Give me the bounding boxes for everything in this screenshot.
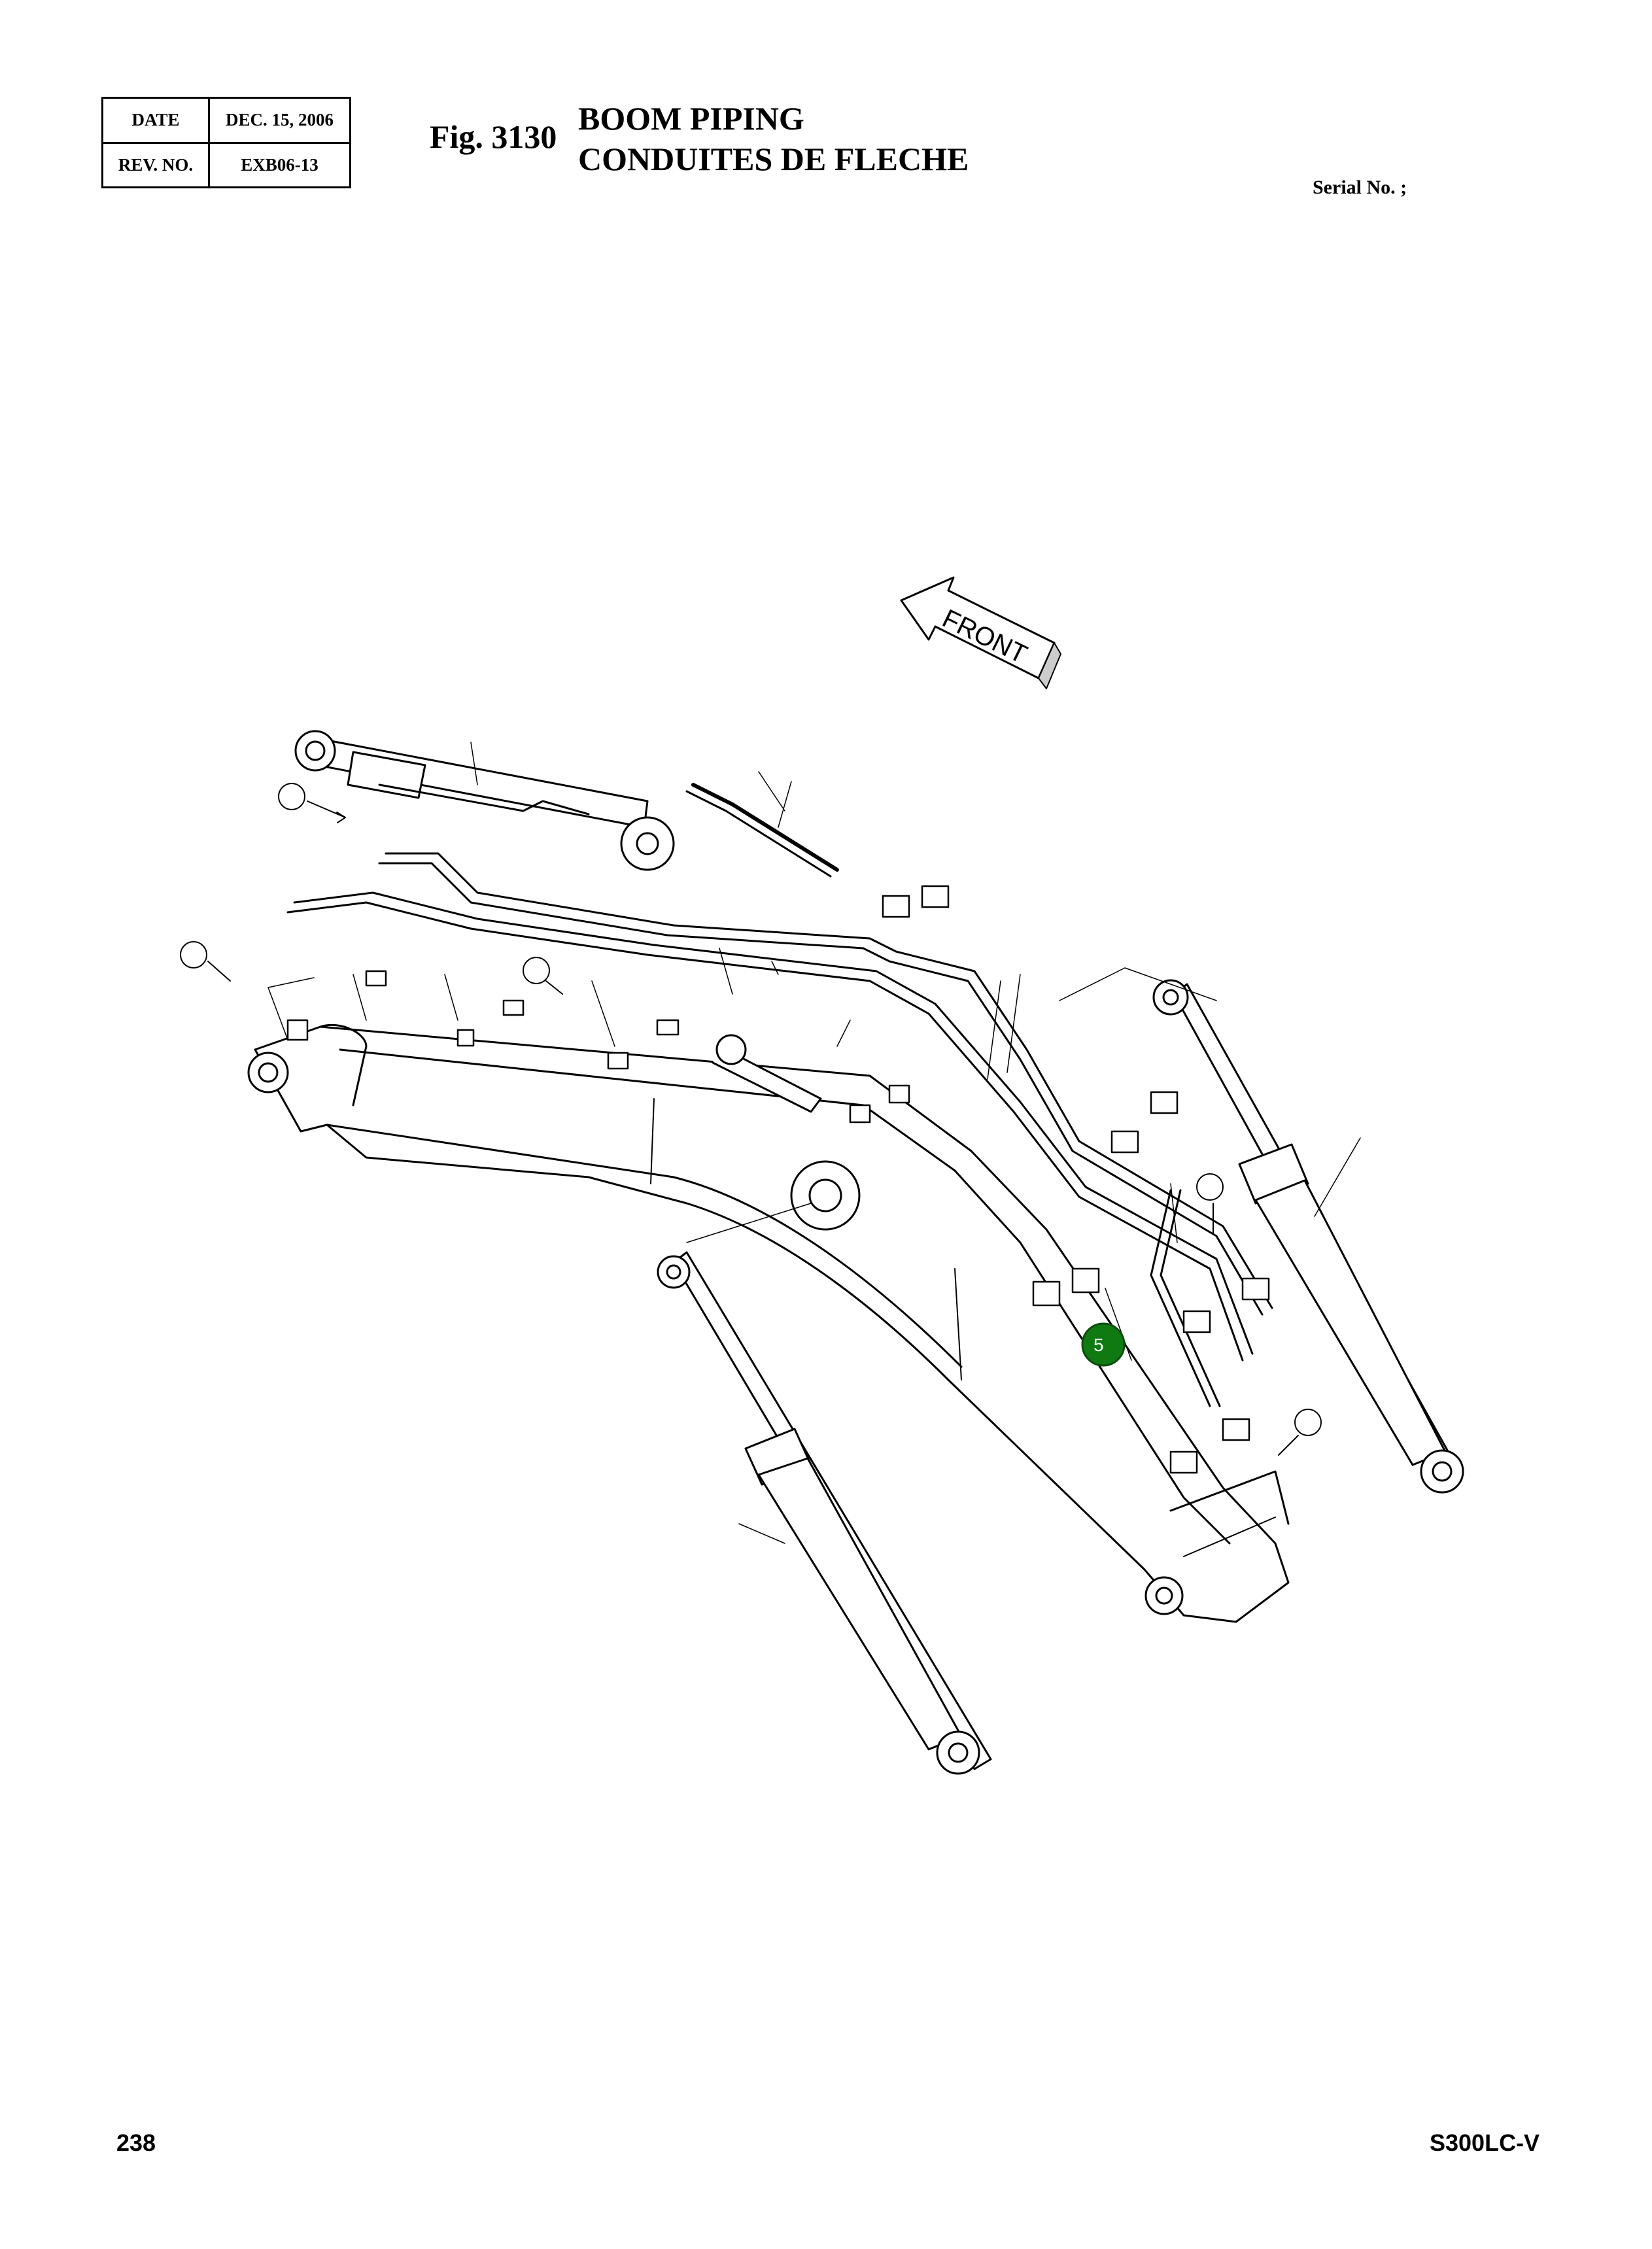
serial-number-label: Serial No. ;	[1313, 177, 1407, 198]
title-english: BOOM PIPING	[578, 100, 804, 137]
title-french: CONDUITES DE FLECHE	[578, 141, 969, 177]
boom-cylinder-left	[657, 1251, 992, 1775]
date-value: DEC. 15, 2006	[208, 97, 351, 144]
boom-body	[247, 1023, 1290, 1623]
rev-label: REV. NO.	[101, 141, 210, 188]
reference-circles	[180, 783, 1322, 1456]
page-number: 238	[116, 2129, 156, 2156]
callout-label: 5	[1093, 1335, 1104, 1355]
revision-table: DATE DEC. 15, 2006 REV. NO. EXB06-13	[101, 97, 351, 188]
figure-number: Fig. 3130	[430, 118, 557, 155]
pipe-clamps	[286, 885, 1270, 1474]
front-arrow-icon: FRONT	[900, 576, 1061, 689]
figure-title: BOOM PIPING CONDUITES DE FLECHE	[578, 98, 969, 179]
callout-marker-5[interactable]: 5	[1081, 1322, 1126, 1367]
leader-lines	[267, 742, 1361, 1544]
date-label: DATE	[101, 97, 210, 144]
boom-cylinder-right	[1152, 979, 1464, 1494]
hydraulic-pipes	[286, 783, 1273, 1407]
rev-value: EXB06-13	[208, 141, 351, 188]
arm-cylinder	[294, 730, 675, 871]
model-number: S300LC-V	[1430, 2129, 1540, 2156]
